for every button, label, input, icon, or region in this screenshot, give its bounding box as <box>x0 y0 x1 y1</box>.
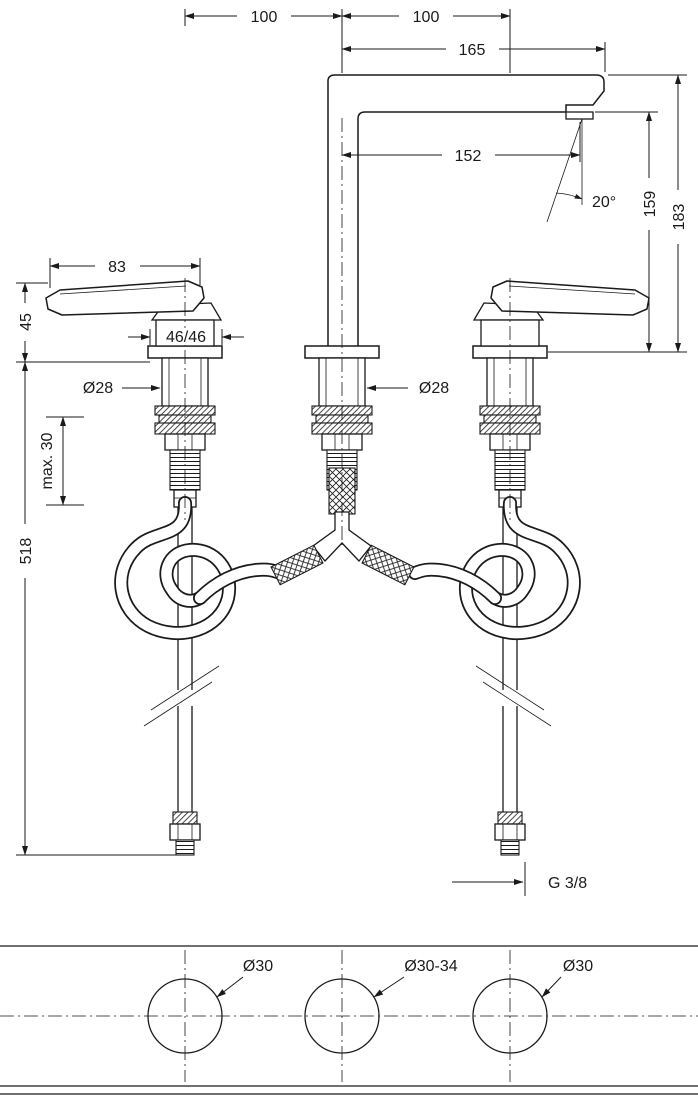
handle-right <box>472 280 650 347</box>
mixer-tee <box>270 467 415 586</box>
crimp-sleeve-right <box>361 544 415 586</box>
dim-dia-left-label: Ø28 <box>83 380 113 397</box>
drilling-template: Ø30 Ø30-34 Ø30 <box>0 945 698 1095</box>
dim-hole-center-label: Ø30-34 <box>404 958 457 975</box>
dim-dia-center-label: Ø28 <box>419 380 449 397</box>
dim-height-outlet-label: 159 <box>642 191 659 218</box>
dim-hole-left-label: Ø30 <box>243 958 273 975</box>
dim-thread-label: G 3/8 <box>548 875 587 892</box>
dim-handle-width-label: 46/46 <box>166 329 206 346</box>
dim-reach-outlet-label: 152 <box>455 148 482 165</box>
dim-spray-angle-label: 20° <box>592 194 616 211</box>
hose-left <box>114 496 287 641</box>
dim-hole-right-label: Ø30 <box>563 958 593 975</box>
dim-handle-height-label: 45 <box>18 313 35 331</box>
dim-height-total-label: 183 <box>671 204 688 231</box>
hole-center <box>304 978 380 1054</box>
dim-spacing-left-label: 100 <box>251 9 278 26</box>
pipe-end-left <box>169 811 201 856</box>
crimp-sleeve-left <box>270 544 324 586</box>
hose-right <box>408 496 581 641</box>
dim-handle-length-label: 83 <box>108 259 126 276</box>
dim-max-thickness-label: max. 30 <box>39 432 56 489</box>
dim-reach-total-label: 165 <box>459 42 486 59</box>
dim-spacing-right-label: 100 <box>413 9 440 26</box>
hole-right <box>472 978 548 1054</box>
dimensions: 100 100 165 152 20° 159 183 83 <box>16 9 688 896</box>
pipe-end-right <box>494 811 526 856</box>
dim-hose-length-label: 518 <box>18 538 35 565</box>
hole-left <box>147 978 223 1054</box>
centerlines <box>184 118 511 545</box>
aerator <box>565 111 594 120</box>
spout <box>327 74 605 353</box>
